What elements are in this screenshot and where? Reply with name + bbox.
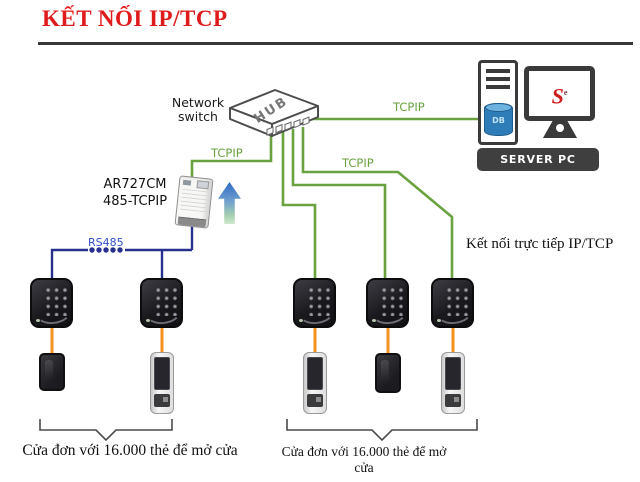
converter-detail bbox=[182, 179, 192, 186]
keypad-reader-2 bbox=[140, 278, 183, 328]
database-label: DB bbox=[492, 116, 505, 125]
server-monitor-icon: Se bbox=[524, 66, 595, 121]
tower-slat bbox=[486, 77, 510, 81]
keypad-keys bbox=[444, 285, 469, 316]
exit-reader-1 bbox=[39, 353, 65, 391]
reader-detail bbox=[381, 360, 389, 382]
line-hub-to-keypad5 bbox=[301, 127, 454, 280]
rs485-bus-dots bbox=[89, 247, 123, 253]
line-hub-to-keypad3 bbox=[281, 131, 317, 280]
converter-model-line1: AR727CM bbox=[103, 177, 167, 192]
rs485-label: RS485 bbox=[88, 236, 124, 249]
database-icon: DB bbox=[484, 103, 513, 136]
exit-reader-4 bbox=[375, 353, 401, 393]
keypad-arc bbox=[434, 298, 474, 326]
tcpip-label-server: TCPIP bbox=[393, 100, 425, 114]
tower-slat bbox=[486, 69, 510, 73]
direct-connection-label: Kết nối trực tiếp IP/TCP bbox=[466, 236, 614, 252]
tcpip-label-direct: TCPIP bbox=[342, 156, 374, 170]
reader-panel bbox=[445, 394, 461, 407]
converter-device-icon bbox=[174, 175, 214, 229]
keypad-reader-5 bbox=[431, 278, 474, 328]
network-switch-line2: switch bbox=[178, 108, 218, 124]
hub-icon: HUB bbox=[229, 89, 319, 137]
exit-reader-5 bbox=[441, 352, 465, 414]
reader-panel bbox=[154, 394, 170, 407]
keypad-logo bbox=[146, 319, 150, 322]
tower-slat bbox=[486, 85, 510, 89]
keypad-reader-3 bbox=[293, 278, 336, 328]
keypad-arc bbox=[369, 298, 409, 326]
soyal-logo-icon: Se bbox=[551, 83, 568, 109]
keypad-keys bbox=[306, 285, 331, 316]
line-hub-to-keypad4 bbox=[291, 129, 387, 280]
tcpip-label-converter: TCPIP bbox=[211, 146, 243, 160]
reader-screen bbox=[154, 357, 170, 390]
caption-left: Cửa đơn với 16.000 thẻ để mở cửa bbox=[22, 442, 238, 459]
keypad-keys bbox=[43, 285, 68, 316]
bracket-left bbox=[39, 419, 173, 442]
keypad-logo bbox=[299, 319, 303, 322]
network-switch-label: Network switch bbox=[166, 96, 230, 123]
keypad-reader-1 bbox=[30, 278, 73, 328]
network-switch-line1: Network bbox=[171, 95, 225, 110]
reader-button bbox=[163, 397, 168, 402]
keypad-logo bbox=[437, 319, 441, 322]
keypad-reader-4 bbox=[366, 278, 409, 328]
exit-reader-2 bbox=[150, 352, 174, 414]
reader-button bbox=[454, 397, 459, 402]
converter-model-line2: 485-TCPIP bbox=[102, 193, 168, 209]
keypad-logo bbox=[36, 319, 40, 322]
keypad-arc bbox=[33, 298, 73, 326]
keypad-arc bbox=[296, 298, 336, 326]
exit-reader-3 bbox=[303, 352, 327, 414]
reader-button bbox=[316, 397, 321, 402]
reader-screen bbox=[445, 357, 461, 390]
page-title: KẾT NỐI IP/TCP bbox=[42, 6, 228, 31]
line-hub-to-converter bbox=[190, 131, 273, 182]
converter-detail bbox=[196, 180, 210, 190]
hub-ports bbox=[266, 116, 310, 136]
monitor-stand bbox=[543, 121, 577, 138]
server-pc-badge: SERVER PC bbox=[477, 148, 599, 171]
converter-detail bbox=[177, 216, 207, 228]
keypad-keys bbox=[379, 285, 404, 316]
rs485-bus-line bbox=[50, 216, 194, 280]
keypad-arc bbox=[143, 298, 183, 326]
reader-screen bbox=[307, 357, 323, 390]
keypad-keys bbox=[153, 285, 178, 316]
caption-middle: Cửa đơn với 16.000 thẻ để mở cửa bbox=[281, 444, 447, 475]
bracket-middle bbox=[286, 419, 478, 442]
reader-detail bbox=[45, 360, 53, 381]
converter-model-label: AR727CM 485-TCPIP bbox=[95, 177, 175, 210]
converter-detail bbox=[180, 188, 209, 214]
title-underline bbox=[38, 42, 633, 45]
keypad-logo bbox=[372, 319, 376, 322]
reader-panel bbox=[307, 394, 323, 407]
